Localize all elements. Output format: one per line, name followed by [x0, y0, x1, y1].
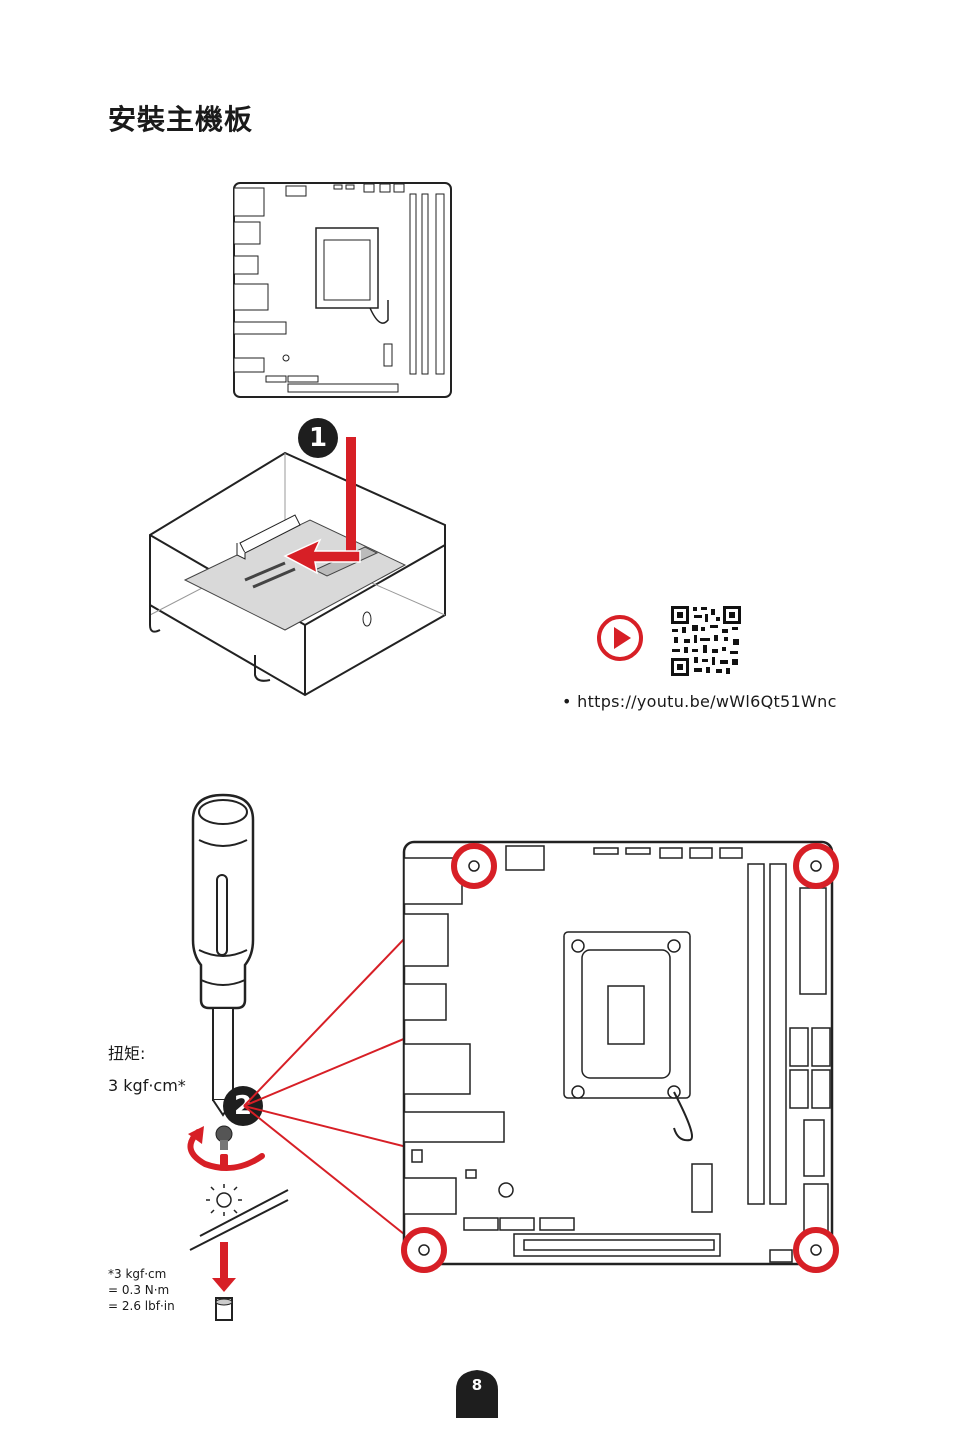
- page-number: 8: [471, 1376, 483, 1394]
- torque-footnote-line3: = 2.6 lbf·in: [108, 1299, 175, 1313]
- play-icon[interactable]: [596, 614, 644, 662]
- qr-code[interactable]: [670, 605, 742, 677]
- motherboard-top-diagram: [233, 182, 452, 398]
- torque-label: 扭矩:: [108, 1044, 146, 1063]
- torque-footnote-line2: = 0.3 N·m: [108, 1283, 170, 1297]
- step-2-badge: 2: [223, 1086, 263, 1126]
- torque-footnote-line1: *3 kgf·cm: [108, 1267, 167, 1281]
- video-link[interactable]: • https://youtu.be/wWl6Qt51Wnc: [562, 692, 837, 711]
- page-number-tab: 8: [456, 1370, 498, 1418]
- screw-rotation-illustration: [187, 1125, 289, 1321]
- step-1-badge: 1: [298, 418, 338, 458]
- torque-value: 3 kgf·cm*: [108, 1076, 186, 1095]
- motherboard-bottom-diagram: [401, 840, 839, 1273]
- page-title: 安裝主機板: [108, 103, 254, 136]
- case-illustration: [149, 437, 446, 697]
- screwdriver-illustration: [191, 793, 255, 1117]
